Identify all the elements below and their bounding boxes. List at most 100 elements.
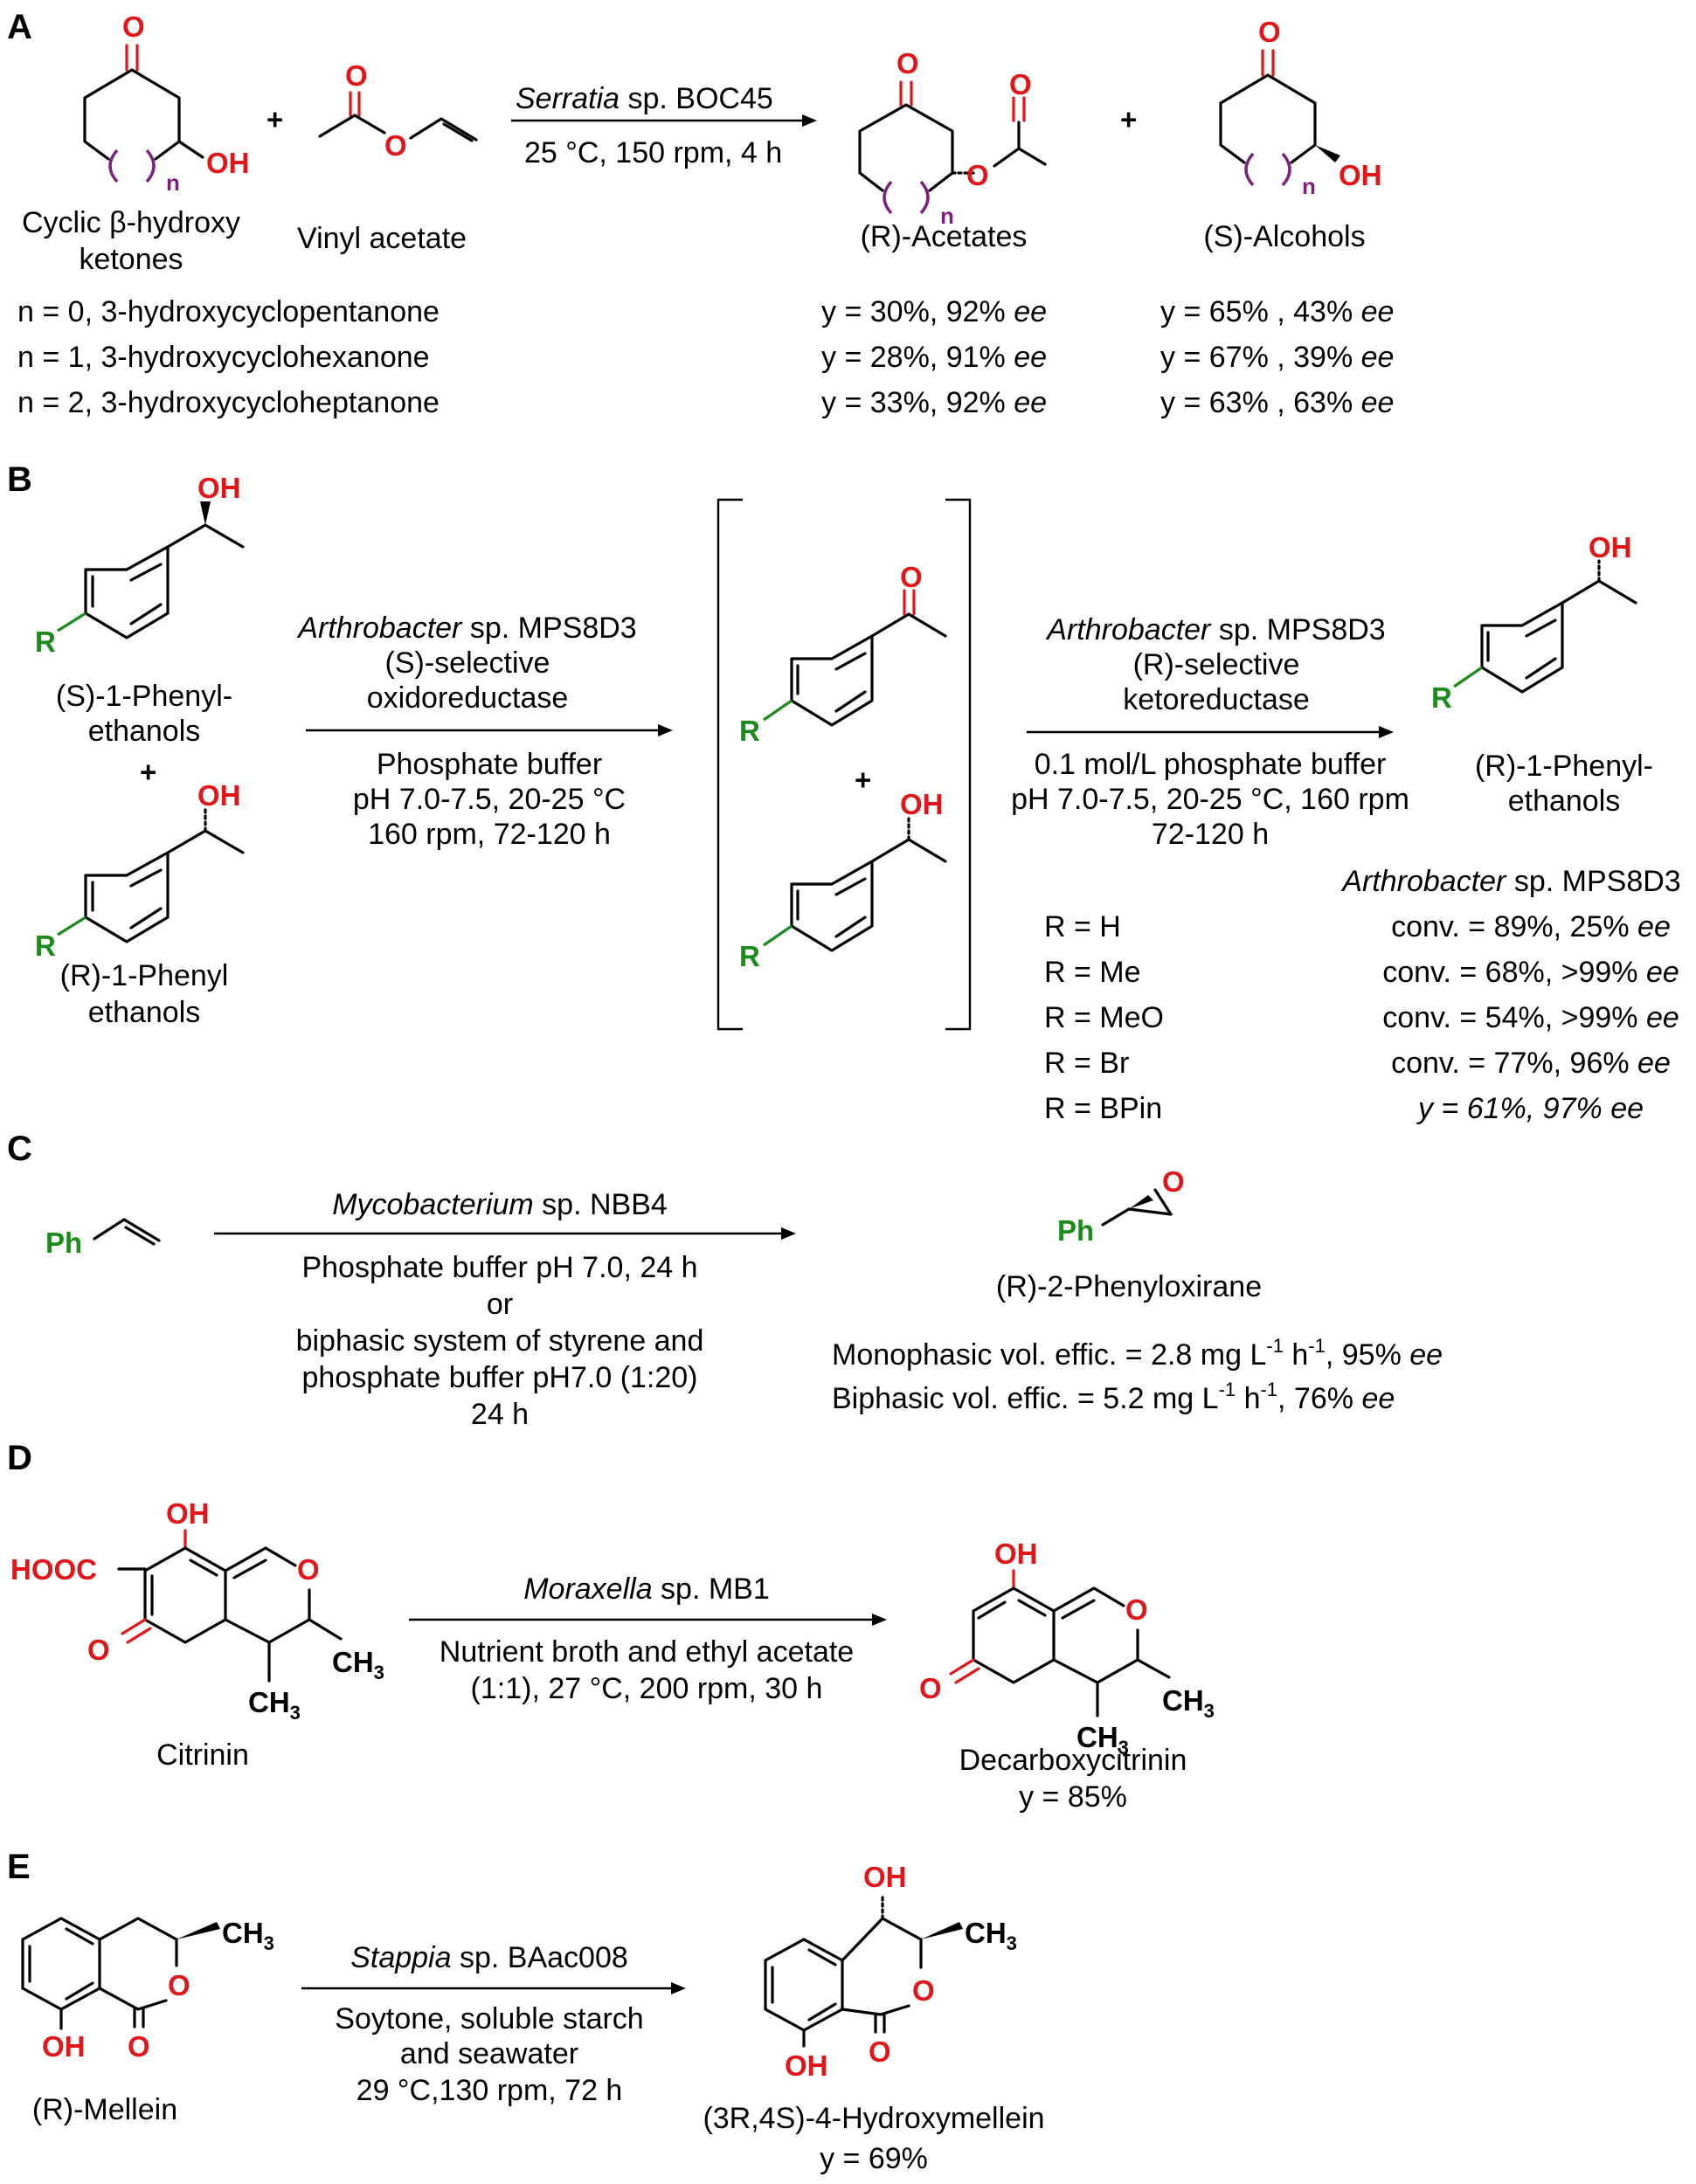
r-row-2: R = Me — [1044, 956, 1141, 989]
carboxyl-label: HOOC — [10, 1553, 97, 1586]
r-acetate-structure: O n O O — [858, 47, 1047, 229]
yield-d: y = 85% — [1019, 1780, 1127, 1814]
methyl-label: CH3 — [965, 1917, 1017, 1954]
step2-enzyme-line1: (R)-selective — [1133, 648, 1300, 681]
step2-catalyst: Arthrobacter sp. MPS8D3 — [1045, 613, 1385, 646]
r-phenylethanol-structure: OH R — [35, 779, 245, 962]
epoxide-oxygen-label: O — [1162, 1165, 1185, 1198]
acetate-result-3: y = 33%, 92% ee — [821, 386, 1047, 419]
carbonyl-oxygen-label: O — [345, 59, 368, 92]
reagent-name: Vinyl acetate — [297, 222, 467, 255]
cyclic-hydroxy-ketone-structure: O n OH — [83, 10, 250, 196]
hydroxyl-label: OH — [197, 779, 241, 812]
panel-label-a: A — [7, 8, 32, 46]
product1-label: (R)-Acetates — [861, 220, 1028, 253]
s-phenylethanol-structure: OH R — [35, 472, 245, 658]
alcohol-result-3: y = 63% , 63% ee — [1160, 386, 1394, 419]
r-substituent-label: R — [739, 940, 760, 972]
hydroxyl-label: OH — [1589, 531, 1632, 563]
result-row-2: conv. = 68%, >99% ee — [1382, 956, 1679, 989]
ester-oxygen-label: O — [966, 159, 989, 191]
conditions-d-line1: Nutrient broth and ethyl acetate — [440, 1635, 854, 1669]
r-row-3: R = MeO — [1044, 1001, 1164, 1034]
hydroxyl-label: OH — [785, 2049, 828, 2082]
step1-enzyme-line2: oxidoreductase — [367, 681, 569, 715]
hydroxyl-label: OH — [42, 2030, 86, 2063]
citrinin-structure: OH HOOC O O CH3 CH3 — [10, 1497, 384, 1724]
hydroxyl-label: OH — [206, 147, 250, 179]
panel-d: D OH HOOC O O CH3 CH3 Citrinin Moraxella… — [7, 1439, 1215, 1814]
substrate2-label-line1: (R)-1-Phenyl — [60, 959, 229, 992]
biphasic-result: Biphasic vol. effic. = 5.2 mg L-1 h-1, 7… — [832, 1379, 1395, 1415]
s-alcohol-structure: O n OH — [1219, 16, 1382, 199]
styrene-structure: Ph — [45, 1218, 161, 1259]
r-row-4: R = Br — [1044, 1047, 1129, 1080]
ring-oxygen-label: O — [1125, 1593, 1148, 1626]
methyl-label: CH3 — [1162, 1684, 1215, 1722]
methyl-label: CH3 — [1076, 1721, 1129, 1759]
hydroxyl-label: OH — [863, 1861, 907, 1893]
step2-conditions-line2: pH 7.0-7.5, 20-25 °C, 160 rpm — [1011, 783, 1409, 816]
methyl-label: CH3 — [332, 1646, 384, 1683]
acetate-result-2: y = 28%, 91% ee — [821, 341, 1047, 374]
ring-oxygen-label: O — [168, 1969, 190, 2001]
conditions-c-line4: phosphate buffer pH7.0 (1:20) — [301, 1361, 697, 1394]
catalyst-a: Serratia sp. BOC45 — [516, 82, 773, 115]
product-label-c: (R)-2-Phenyloxirane — [996, 1270, 1262, 1303]
ketone-oxygen-label: O — [900, 561, 923, 593]
plus-sign: + — [140, 756, 156, 788]
vinyl-acetate-structure: O O — [318, 59, 478, 162]
panel-label-c: C — [7, 1130, 32, 1168]
conditions-e-line2: and seawater — [400, 2037, 578, 2070]
step1-conditions-line1: Phosphate buffer — [377, 748, 602, 781]
r-row-5: R = BPin — [1044, 1092, 1162, 1125]
results-table-b: Arthrobacter sp. MPS8D3 R = H R = Me R =… — [1044, 865, 1681, 1125]
monophasic-result: Monophasic vol. effic. = 2.8 mg L-1 h-1,… — [832, 1335, 1443, 1372]
acetate-result-1: y = 30%, 92% ee — [821, 295, 1047, 328]
alcohol-result-2: y = 67% , 39% ee — [1160, 341, 1394, 374]
panel-label-d: D — [7, 1439, 32, 1477]
ring-size-n: n — [940, 203, 954, 229]
conditions-c-line3: biphasic system of styrene and — [296, 1324, 704, 1358]
ketone-oxygen-label: O — [896, 47, 919, 79]
step1-catalyst: Arthrobacter sp. MPS8D3 — [296, 612, 636, 645]
ketone-oxygen-label: O — [919, 1672, 942, 1704]
catalyst-e: Stappia sp. BAac008 — [350, 1941, 628, 1974]
phenyloxirane-structure: Ph O — [1057, 1165, 1185, 1247]
r-substituent-label: R — [35, 625, 56, 658]
methyl-label: CH3 — [222, 1917, 274, 1954]
hydroxyl-label: OH — [900, 788, 944, 820]
step2-enzyme-line2: ketoreductase — [1123, 683, 1310, 716]
ketone-oxygen-label: O — [1258, 16, 1281, 48]
ring-size-n: n — [1302, 173, 1316, 199]
substrate2-label-line2: ethanols — [88, 996, 201, 1029]
ketone-oxygen-label: O — [87, 1634, 110, 1666]
methyl-label: CH3 — [248, 1686, 301, 1724]
panel-b: B OH R (S)-1-Phenyl- ethanols + OH R (R)… — [7, 460, 1681, 1125]
substrate-row-2: n = 1, 3-hydroxycyclohexanone — [17, 341, 430, 374]
r-phenylethanol-intermediate: OH R — [739, 788, 947, 972]
mellein-structure: CH3 O O OH — [21, 1917, 274, 2063]
result-row-3: conv. = 54%, >99% ee — [1382, 1001, 1679, 1034]
ring-size-n: n — [166, 169, 180, 196]
step1-conditions-line2: pH 7.0-7.5, 20-25 °C — [353, 783, 626, 816]
plus-sign: + — [855, 764, 871, 796]
results-table-a: n = 0, 3-hydroxycyclopentanone n = 1, 3-… — [17, 295, 1394, 419]
substrate-name-line1: Cyclic β-hydroxy — [22, 206, 240, 239]
r-row-1: R = H — [1044, 910, 1121, 943]
substrate1-label-line2: ethanols — [88, 715, 201, 748]
conditions-c-line1: Phosphate buffer pH 7.0, 24 h — [301, 1251, 697, 1284]
r-phenylethanol-product: OH R — [1431, 531, 1637, 714]
panel-c: C Ph Mycobacterium sp. NBB4 Phosphate bu… — [7, 1130, 1443, 1431]
phenyl-label: Ph — [45, 1227, 82, 1259]
result-row-4: conv. = 77%, 96% ee — [1391, 1047, 1671, 1080]
substrate-label-e: (R)-Mellein — [32, 2093, 177, 2126]
acetophenone-structure: O R — [739, 561, 947, 747]
alcohol-result-1: y = 65% , 43% ee — [1160, 295, 1394, 328]
substrate-name-line2: ketones — [79, 243, 183, 276]
result-row-5: y = 61%, 97% ee — [1416, 1092, 1644, 1125]
step1-conditions-line3: 160 rpm, 72-120 h — [368, 818, 611, 851]
ketone-oxygen-label: O — [122, 10, 145, 43]
ring-oxygen-label: O — [912, 1974, 935, 2007]
carbonyl-oxygen-label: O — [128, 2030, 150, 2063]
